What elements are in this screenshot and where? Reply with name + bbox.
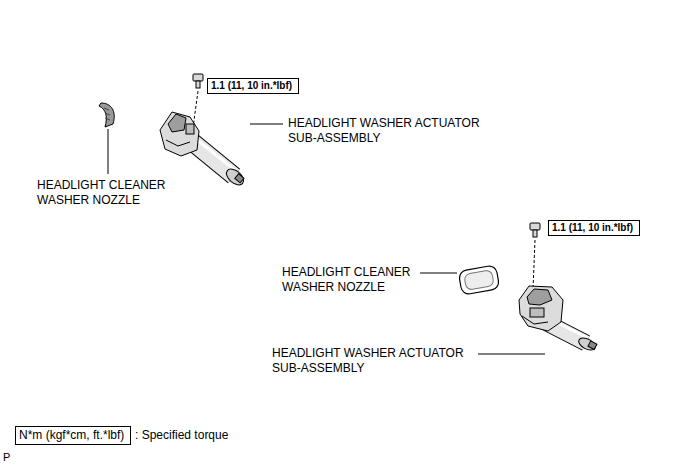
label-text: HEADLIGHT WASHER ACTUATOR SUB-ASSEMBLY — [288, 116, 480, 145]
washer-nozzle — [99, 103, 114, 174]
part-name: HEADLIGHT WASHER ACTUATOR SUB-ASSEMBLY — [288, 116, 503, 146]
torque-value: 1.1 (11, 10 in.*lbf) — [549, 221, 639, 235]
bolt — [193, 74, 203, 128]
legend-text: : Specified torque — [135, 428, 228, 442]
part-name: HEADLIGHT WASHER ACTUATOR SUB-ASSEMBLY — [272, 346, 487, 376]
torque-value: 1.1 (11, 10 in.*lbf) — [208, 79, 298, 93]
washer-nozzle — [420, 265, 500, 295]
label-text: P — [3, 451, 10, 463]
label-text: HEADLIGHT CLEANER WASHER NOZZLE — [282, 265, 410, 294]
legend-entry: : Specified torque — [135, 428, 228, 443]
washer-actuator — [478, 286, 597, 354]
unit-text: N*m (kgf*cm, ft.*lbf) — [16, 427, 130, 443]
washer-actuator — [160, 112, 283, 188]
legend-sample-box: N*m (kgf*cm, ft.*lbf) — [15, 426, 131, 445]
label-text: HEADLIGHT WASHER ACTUATOR SUB-ASSEMBLY — [272, 346, 464, 375]
label-text: HEADLIGHT CLEANER WASHER NOZZLE — [37, 178, 165, 207]
torque-box: 1.1 (11, 10 in.*lbf) — [548, 220, 640, 236]
part-name: HEADLIGHT CLEANER WASHER NOZZLE — [282, 265, 432, 295]
bolt — [530, 223, 540, 290]
page-mark: P — [3, 450, 23, 465]
part-name: HEADLIGHT CLEANER WASHER NOZZLE — [37, 178, 187, 208]
torque-box: 1.1 (11, 10 in.*lbf) — [207, 78, 299, 94]
